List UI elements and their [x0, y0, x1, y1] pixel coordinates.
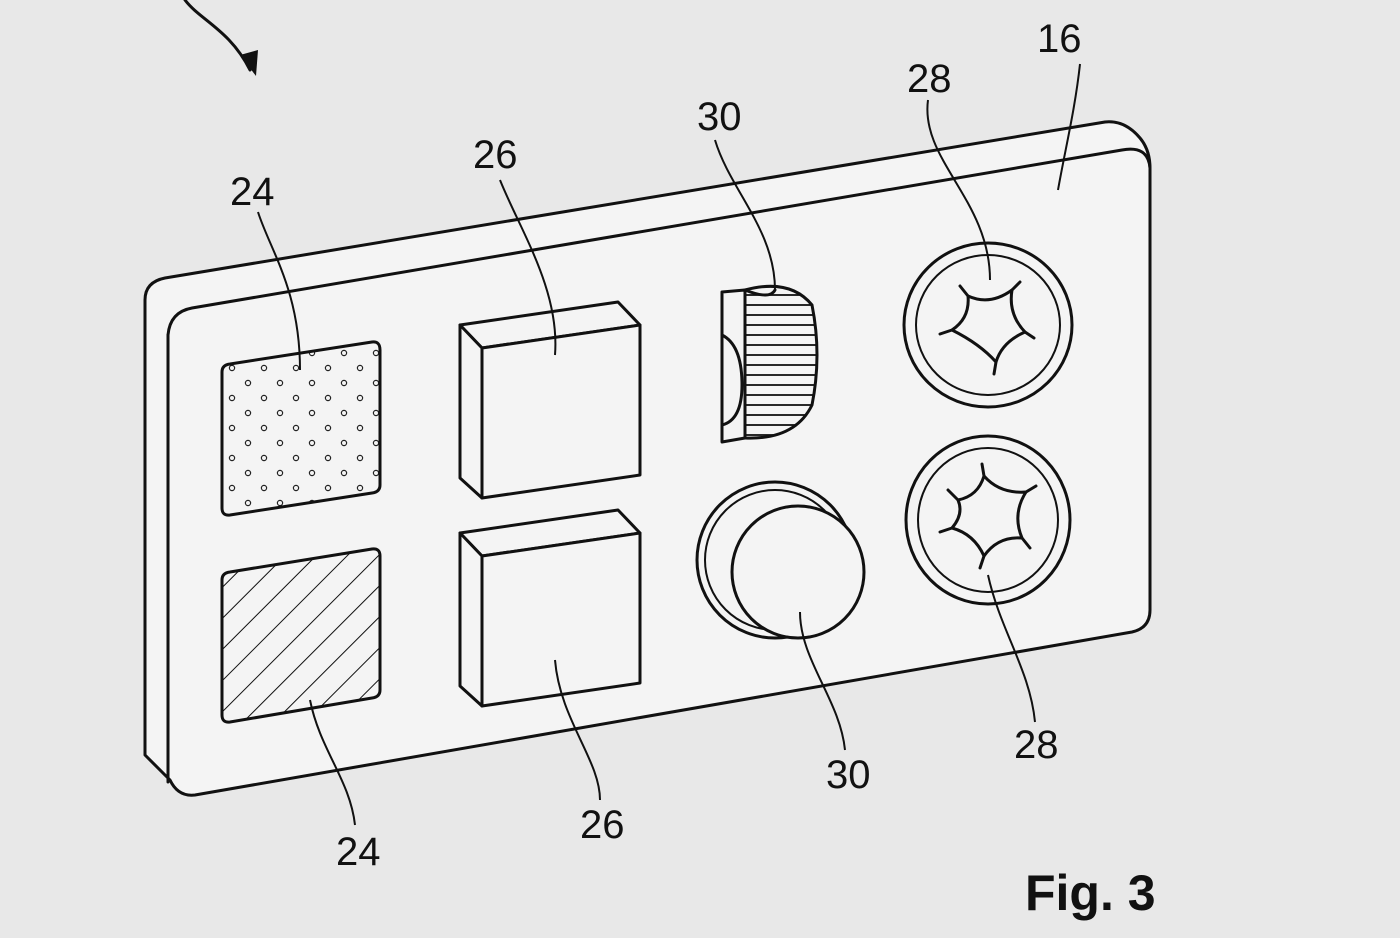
block-bottom [458, 508, 642, 708]
label-28-bottom: 28 [1014, 723, 1059, 767]
knurled-knob [720, 284, 819, 444]
label-30-bottom: 30 [826, 753, 871, 797]
label-24-bottom: 24 [336, 830, 381, 874]
label-30-top: 30 [697, 95, 742, 139]
label-24-top: 24 [230, 170, 275, 214]
label-26-top: 26 [473, 133, 518, 177]
pointer-arrow [183, 0, 258, 76]
label-16: 16 [1037, 17, 1082, 61]
leader-lines [257, 63, 1081, 826]
star-button-bottom [904, 434, 1072, 606]
label-26-bottom: 26 [580, 803, 625, 847]
panel-dotted [220, 340, 382, 517]
figure-caption: Fig. 3 [1025, 865, 1156, 921]
label-28-top: 28 [907, 57, 952, 101]
panel-hatched [220, 547, 382, 724]
star-button-top [902, 241, 1074, 409]
round-knob [695, 480, 866, 640]
plate [143, 120, 1152, 797]
block-top [458, 300, 642, 500]
